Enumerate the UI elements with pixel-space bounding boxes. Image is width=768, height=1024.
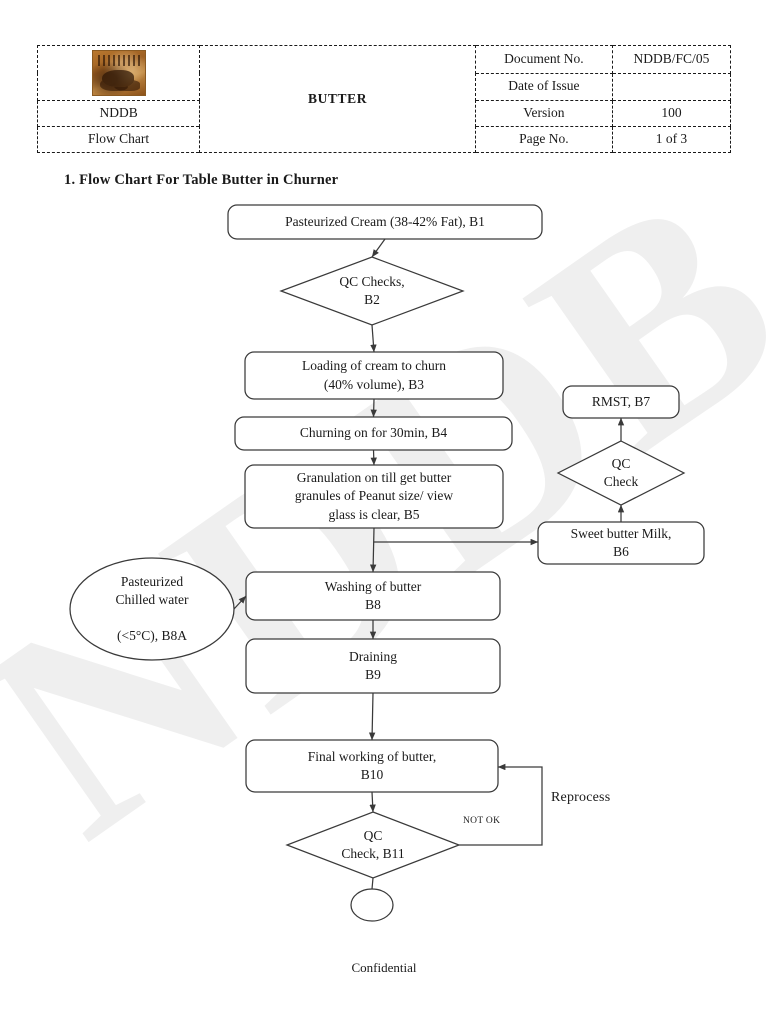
flow-node-label-B3: Loading of cream to churn (40% volume), … bbox=[245, 352, 503, 399]
flow-node-label-B7: RMST, B7 bbox=[563, 386, 679, 418]
flow-edge-B1-to-B2 bbox=[372, 239, 385, 257]
flow-node-label-B4: Churning on for 30min, B4 bbox=[235, 417, 512, 450]
field-label-page-no: Page No. bbox=[475, 127, 612, 153]
flow-edge-B11-to-end bbox=[372, 878, 373, 889]
footer-confidential: Confidential bbox=[0, 960, 768, 976]
flow-edge-B10-to-B11 bbox=[372, 792, 373, 812]
flow-edge-B4-to-B5 bbox=[374, 450, 375, 465]
org-name-cell: NDDB bbox=[38, 101, 200, 127]
flow-edge-label-not-ok: NOT OK bbox=[463, 816, 500, 826]
doc-type-cell: Flow Chart bbox=[38, 127, 200, 153]
flow-node-label-B2: QC Checks, B2 bbox=[281, 257, 463, 325]
field-label-document-no: Document No. bbox=[475, 46, 612, 74]
field-label-version: Version bbox=[475, 101, 612, 127]
flow-edge-label-reprocess: Reprocess bbox=[551, 790, 610, 806]
flow-node-label-B1: Pasteurized Cream (38-42% Fat), B1 bbox=[228, 205, 542, 239]
flow-node-label-B8: Washing of butter B8 bbox=[246, 572, 500, 620]
flow-node-label-B10: Final working of butter, B10 bbox=[246, 740, 498, 792]
flow-edge-B9-to-B10 bbox=[372, 693, 373, 740]
field-value-page-no: 1 of 3 bbox=[612, 127, 730, 153]
flow-edge-B8A-to-B8 bbox=[234, 596, 246, 609]
field-value-version: 100 bbox=[612, 101, 730, 127]
flow-node-label-QC2: QC Check bbox=[558, 441, 684, 505]
flow-edge-B3-to-B4 bbox=[374, 399, 375, 417]
field-value-document-no: NDDB/FC/05 bbox=[612, 46, 730, 74]
flow-edge-B5-to-B8 bbox=[373, 528, 374, 572]
flow-node-label-B5: Granulation on till get butter granules … bbox=[245, 465, 503, 528]
flow-node-label-B6: Sweet butter Milk, B6 bbox=[538, 522, 704, 564]
flow-node-label-B9: Draining B9 bbox=[246, 639, 500, 693]
field-label-date-of-issue: Date of Issue bbox=[475, 73, 612, 101]
section-heading: 1. Flow Chart For Table Butter in Churne… bbox=[64, 172, 338, 189]
flow-node-label-B11: QC Check, B11 bbox=[287, 812, 459, 878]
flow-node-label-B8A: Pasteurized Chilled water (<5°C), B8A bbox=[70, 558, 234, 660]
flow-edge-B2-to-B3 bbox=[372, 325, 374, 352]
field-value-date-of-issue bbox=[612, 73, 730, 101]
nddb-seal-logo-icon bbox=[92, 50, 146, 96]
logo-cell bbox=[38, 46, 200, 101]
product-title-cell: BUTTER bbox=[200, 46, 476, 153]
flow-node-END bbox=[351, 889, 393, 921]
document-header-table: BUTTER Document No. NDDB/FC/05 Date of I… bbox=[37, 45, 731, 153]
